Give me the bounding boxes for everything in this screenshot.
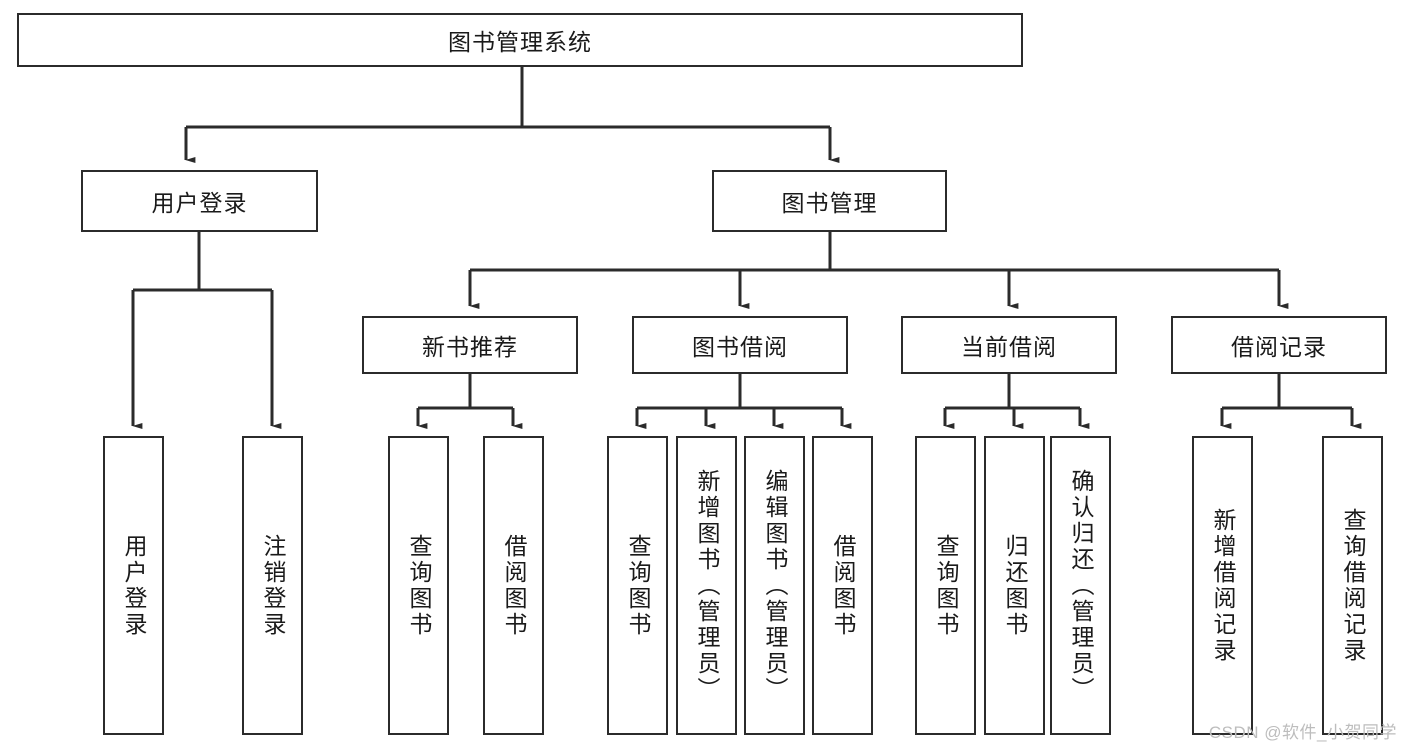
node-leaf-11[interactable]: 确认归还（管理员） [1050,436,1111,735]
node-borrow-record-label: 借阅记录 [1231,334,1327,360]
node-user-login[interactable]: 用户登录 [81,170,318,232]
watermark: CSDN @软件_小贺同学 [1208,723,1397,742]
node-leaf-1-label: 用户登录 [121,533,147,638]
node-book-mgmt-label: 图书管理 [781,190,878,216]
node-leaf-9[interactable]: 查询图书 [915,436,976,735]
node-leaf-12-label: 新增借阅记录 [1210,507,1236,664]
node-leaf-3[interactable]: 查询图书 [388,436,449,735]
node-user-login-label: 用户登录 [151,190,248,216]
node-leaf-13-label: 查询借阅记录 [1340,507,1366,664]
node-leaf-5[interactable]: 查询图书 [607,436,668,735]
node-current-borrow[interactable]: 当前借阅 [901,316,1117,374]
node-leaf-6[interactable]: 新增图书（管理员） [676,436,737,735]
node-root[interactable]: 图书管理系统 [17,13,1023,67]
node-borrow-record[interactable]: 借阅记录 [1171,316,1387,374]
node-leaf-2-label: 注销登录 [260,533,286,638]
node-leaf-9-label: 查询图书 [933,533,959,638]
node-leaf-3-label: 查询图书 [406,533,432,638]
node-leaf-12[interactable]: 新增借阅记录 [1192,436,1253,735]
node-leaf-4-label: 借阅图书 [501,533,527,638]
node-leaf-11-label: 确认归还（管理员） [1068,468,1094,703]
node-leaf-7[interactable]: 编辑图书（管理员） [744,436,805,735]
node-root-label: 图书管理系统 [448,29,592,55]
node-leaf-10-label: 归还图书 [1002,533,1028,638]
node-leaf-13[interactable]: 查询借阅记录 [1322,436,1383,735]
node-new-book-rec[interactable]: 新书推荐 [362,316,578,374]
node-leaf-10[interactable]: 归还图书 [984,436,1045,735]
node-leaf-7-label: 编辑图书（管理员） [762,468,788,703]
node-book-borrow[interactable]: 图书借阅 [632,316,848,374]
node-book-borrow-label: 图书借阅 [692,334,788,360]
node-leaf-8[interactable]: 借阅图书 [812,436,873,735]
node-leaf-8-label: 借阅图书 [830,533,856,638]
node-leaf-2[interactable]: 注销登录 [242,436,303,735]
node-book-mgmt[interactable]: 图书管理 [712,170,947,232]
node-leaf-1[interactable]: 用户登录 [103,436,164,735]
node-leaf-5-label: 查询图书 [625,533,651,638]
node-current-borrow-label: 当前借阅 [961,334,1057,360]
node-leaf-6-label: 新增图书（管理员） [694,468,720,703]
node-leaf-4[interactable]: 借阅图书 [483,436,544,735]
node-new-book-rec-label: 新书推荐 [422,334,518,360]
